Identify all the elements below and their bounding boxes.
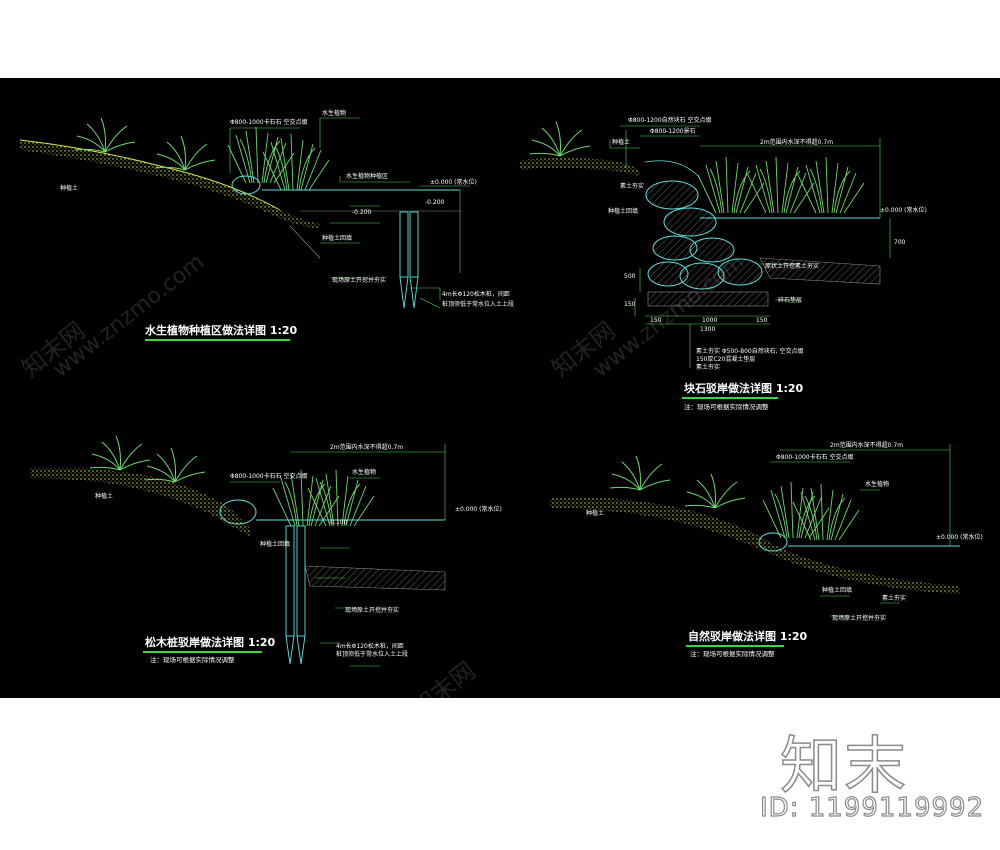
label: 原状土开挖素土夯实 (765, 262, 819, 270)
label: 水生植物 (352, 468, 376, 476)
dimension: 150 (756, 317, 768, 324)
label: Φ800-1000卡石石 空交点缀 (776, 453, 854, 461)
label: -0.200 (352, 209, 372, 216)
label: 桩顶须低于常水位入土上段 (336, 650, 408, 658)
label: 种植土回填 (322, 234, 352, 242)
label: ±0.000 (常水位) (430, 178, 477, 186)
label: 素土夯实 (620, 182, 644, 190)
label: Φ800-1000卡石石 空交点缀 (230, 118, 308, 126)
label: 种植土 (60, 184, 78, 192)
label: -0.200 (425, 199, 445, 206)
label: 种植土 (586, 509, 604, 517)
label: 种植土回填 (260, 540, 290, 548)
label: 现场原土开挖并夯实 (345, 606, 399, 614)
dimension: 1300 (700, 326, 715, 333)
panel-title: 松木桩驳岸做法详图 1:20 (145, 635, 276, 649)
dimension: 700 (894, 239, 906, 246)
svg-text:知末网: 知末网 (406, 656, 480, 698)
label: 素土夯实 Φ500-800自然块石, 空交点缀 (696, 347, 804, 355)
watermark-id: ID: 1199119992 (759, 792, 985, 823)
panel-aquatic-planting: Φ800-1000卡石石 空交点缀 水生植物 种植土 水生植物种植区 ±0.00… (19, 109, 514, 341)
label: ±0.000 (常水位) (455, 505, 502, 513)
label: 2m范围内水深不得超0.7m (830, 441, 903, 449)
panel-title: 块石驳岸做法详图 1:20 (684, 381, 804, 395)
label: 2m范围内水深不得超0.7m (760, 138, 833, 146)
dimension: 500 (624, 273, 636, 280)
panel-note: 注：现场可根据实际情况调整 (150, 655, 235, 664)
label: 素土夯实 (696, 363, 720, 371)
label: Φ800-1200自然块石 空交点缀 (628, 116, 712, 124)
panel-title: 自然驳岸做法详图 1:20 (688, 629, 808, 643)
label: Φ800-1200景石 (650, 128, 696, 135)
panel-natural-revetment: 2m范围内水深不得超0.7m Φ800-1000卡石石 空交点缀 水生植物 种植… (550, 441, 983, 658)
dimension: 1000 (702, 317, 717, 324)
panel-note: 注：现场可根据实际情况调整 (684, 402, 769, 411)
cad-drawing: Φ800-1000卡石石 空交点缀 水生植物 种植土 水生植物种植区 ±0.00… (0, 78, 1000, 698)
panel-title: 水生植物种植区做法详图 1:20 (145, 323, 298, 337)
label: Φ800-1000卡石石 空交点缀 (230, 472, 308, 480)
panel-pine-pile-revetment: 2m范围内水深不得超0.7m Φ800-1000卡石石 空交点缀 水生植物 种植… (30, 435, 502, 667)
label: 现场原土开挖并夯实 (832, 614, 886, 622)
label: -0.100 (328, 519, 348, 526)
panel-note: 注：现场可根据实际情况调整 (690, 649, 775, 658)
label: 水生植物 (865, 480, 889, 488)
panel-stone-revetment: Φ800-1200自然块石 空交点缀 Φ800-1200景石 种植土 2m范围内… (520, 116, 927, 411)
label: 种植土回填 (608, 207, 638, 215)
label: 水生植物种植区 (346, 172, 388, 180)
label: 桩顶须低于常水位入土上段 (442, 300, 514, 308)
label: 4m长Φ120松木桩，间距 (442, 290, 510, 298)
label: 种植土 (95, 492, 113, 500)
label: 种植土 (612, 138, 630, 146)
label: 150厚C20混凝土垫层 (696, 355, 755, 363)
label: 素土夯实 (882, 594, 906, 602)
dimension: 150 (650, 317, 662, 324)
label: 水生植物 (322, 109, 346, 117)
label: ±0.000 (常水位) (936, 533, 983, 541)
watermark-logo: 知末 (779, 728, 909, 803)
label: 碎石垫层 (778, 296, 802, 304)
label: 2m范围内水深不得超0.7m (330, 443, 403, 451)
label: 种植土回填 (822, 586, 852, 594)
label: 现场原土开挖并夯实 (332, 276, 386, 284)
dimension: 150 (624, 301, 636, 308)
label: 4m长Φ120松木桩，间距 (336, 642, 404, 650)
label: ±0.000 (常水位) (880, 206, 927, 214)
